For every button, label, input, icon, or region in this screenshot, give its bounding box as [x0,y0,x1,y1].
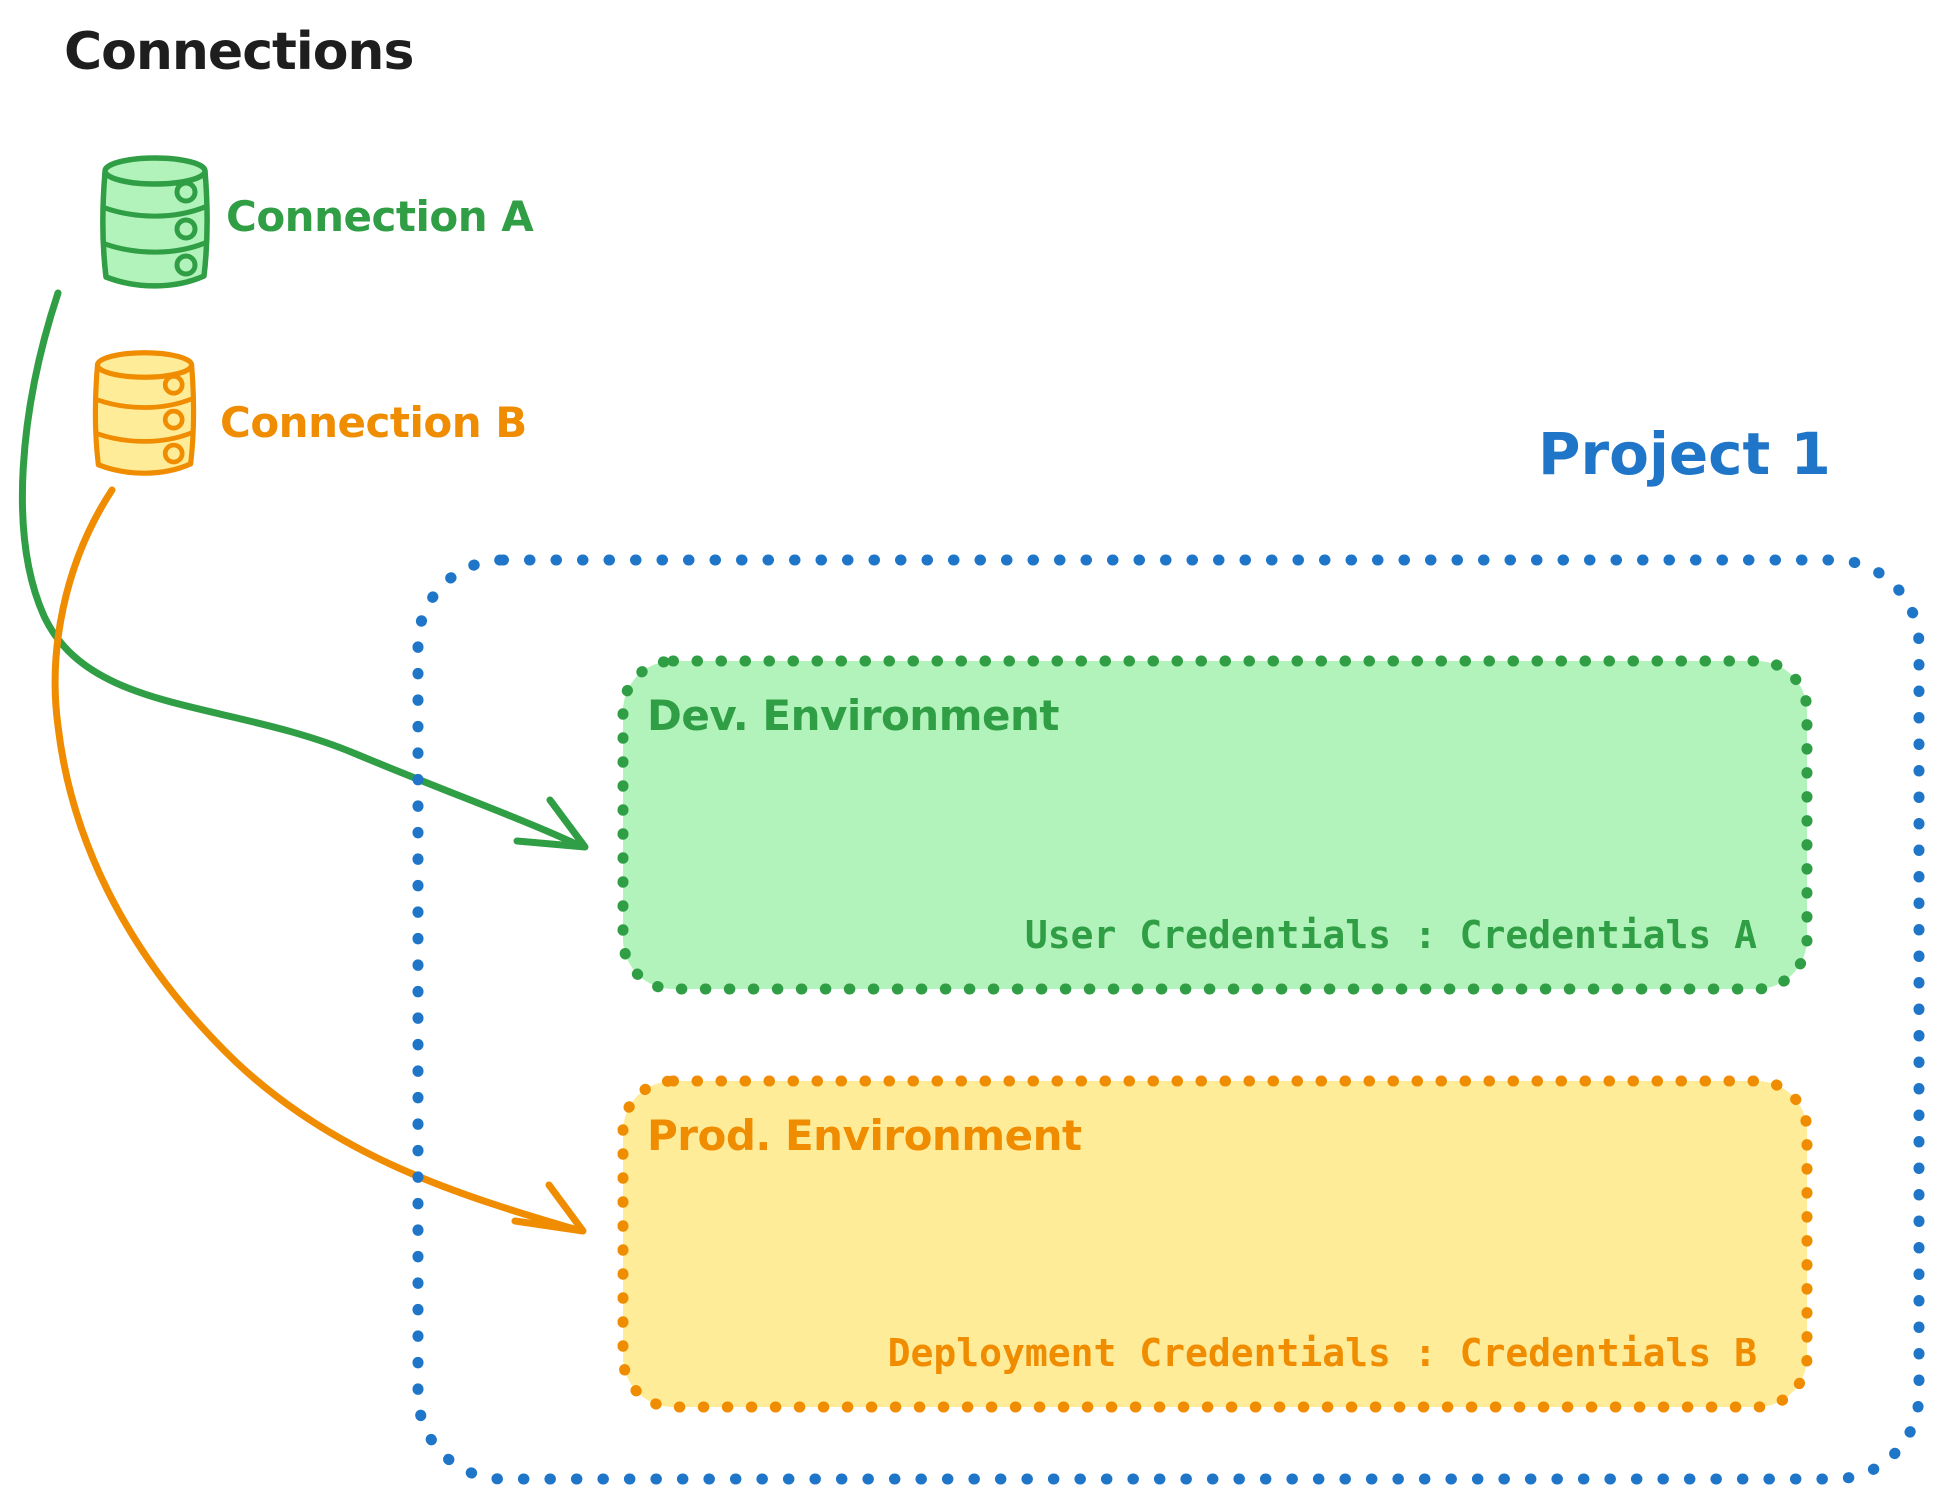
diagram-title: Connections [64,22,414,82]
project-label: Project 1 [1538,420,1831,488]
dev-environment-title: Dev. Environment [647,691,1059,740]
database-icon-connection-a [100,155,210,289]
prod-environment-box: Prod. Environment Deployment Credentials… [615,1073,1815,1415]
project-box [410,552,1927,1487]
database-icon-connection-b [92,350,197,476]
prod-environment-credentials: Deployment Credentials : Credentials B [887,1331,1757,1375]
connection-b-label: Connection B [220,398,527,447]
prod-environment-border [617,1075,1813,1413]
connection-a-label: Connection A [226,192,534,241]
prod-environment-title: Prod. Environment [647,1111,1082,1160]
project-box-border [412,554,1925,1485]
dev-environment-box: Dev. Environment User Credentials : Cred… [615,653,1815,997]
dev-environment-credentials: User Credentials : Credentials A [1024,913,1757,957]
dev-environment-border [617,655,1813,995]
